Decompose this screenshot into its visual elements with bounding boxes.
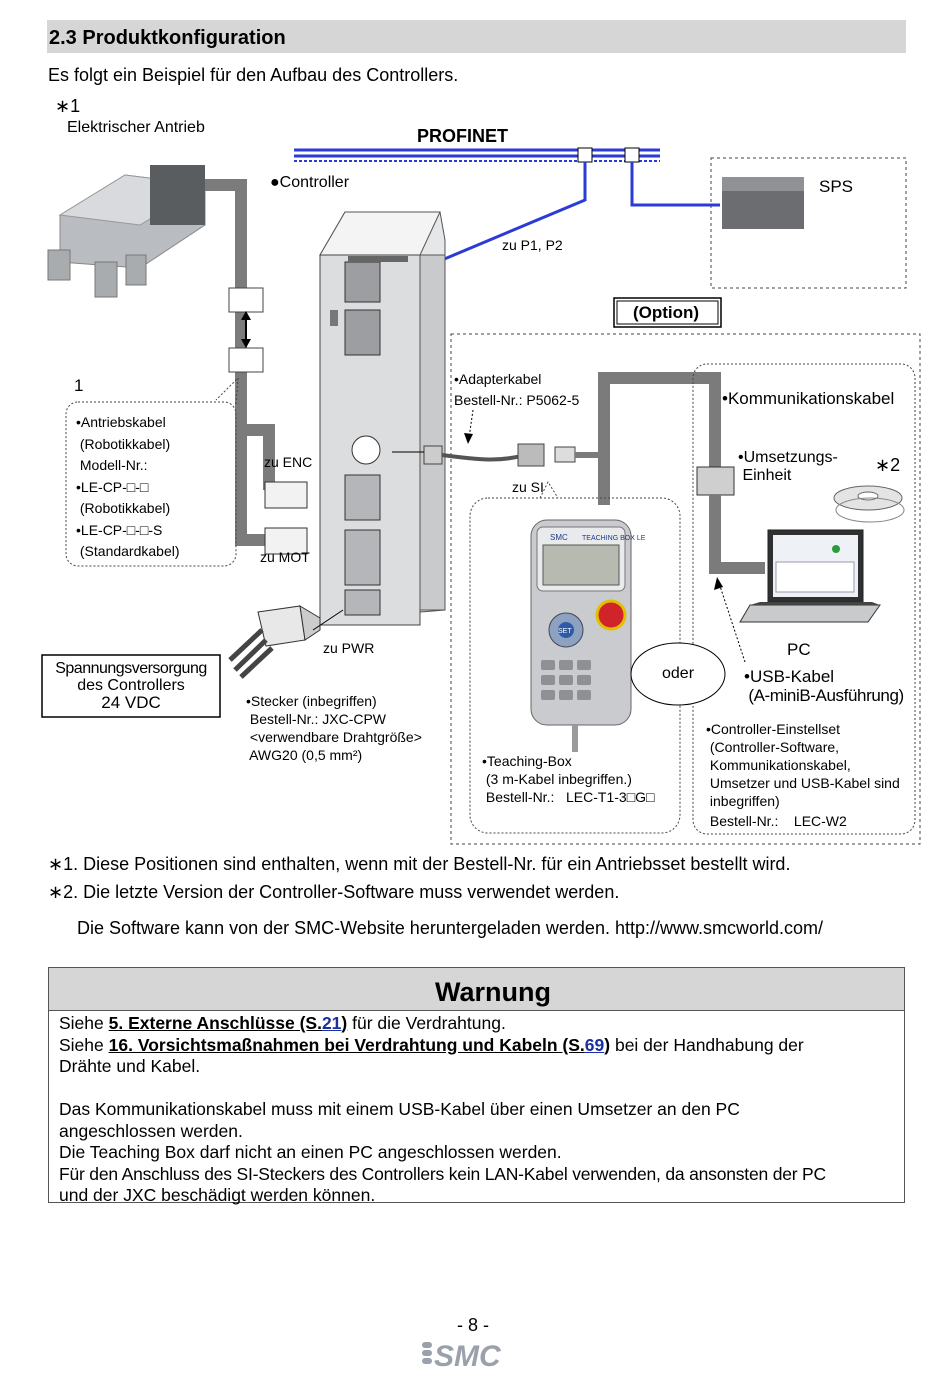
warning-header: Warnung: [49, 968, 904, 1011]
drive-cable-note-box: [65, 401, 237, 567]
mark-two: ∗2: [875, 455, 901, 475]
actuator-mark: ∗1: [55, 96, 81, 116]
power-supply-text: Spannungsversorgung des Controllers 24 V…: [55, 660, 207, 712]
plc-image: [722, 177, 804, 229]
plc-group-box: [710, 157, 907, 289]
link-page-21[interactable]: 21: [321, 1013, 342, 1033]
controller-label: ●Controller: [270, 174, 350, 191]
usb-cable-text: •USB-Kabel (A-miniB-Ausführung): [744, 667, 904, 705]
warning-box: Warnung Siehe 5. Externe Anschlüsse (S.2…: [48, 967, 905, 1205]
teaching-box-title: TEACHING BOX LE: [582, 535, 646, 542]
electric-actuator-image: [47, 165, 207, 298]
option-badge: [613, 297, 722, 328]
cable-connector-top: [228, 287, 264, 313]
intro-text: Es folgt ein Beispiel für den Aufbau des…: [48, 65, 459, 85]
plc-label: SPS: [819, 177, 854, 196]
laptop-image: [739, 529, 881, 623]
teaching-box-set-key: SET: [558, 628, 572, 635]
power-supply-box: [41, 654, 221, 718]
port-p1p2-label: zu P1, P2: [502, 237, 563, 253]
footnote-2: ∗2. Die letzte Version der Controller-So…: [48, 882, 620, 902]
footnote-2-download: Die Software kann von der SMC-Website he…: [77, 918, 823, 938]
or-ellipse: [630, 642, 726, 706]
usb-cable-line: [709, 495, 765, 574]
converter-label: •Umsetzungs- Einheit: [738, 449, 838, 484]
option-label: (Option): [633, 303, 700, 322]
plug-text: •Stecker (inbegriffen) Bestell-Nr.: JXC-…: [246, 693, 422, 763]
adapter-cable-image: [423, 443, 576, 467]
teaching-box-text: •Teaching-Box (3 m-Kabel inbegriffen.) B…: [482, 753, 655, 805]
warning-title: Warnung: [435, 977, 551, 1007]
teaching-box-brand: SMC: [550, 533, 568, 542]
port-mot-label: zu MOT: [260, 549, 310, 565]
enc-plug: [264, 481, 308, 509]
communication-cable-label: •Kommunikationskabel: [722, 389, 895, 408]
or-label: oder: [662, 665, 695, 682]
port-enc-label: zu ENC: [264, 454, 313, 470]
link-page-69[interactable]: 69: [584, 1034, 605, 1055]
adapter-cable-text: •Adapterkabel Bestell-Nr.: P5062-5: [454, 371, 580, 408]
pc-label: PC: [787, 640, 811, 659]
link-external-connections[interactable]: 5. Externe Anschlüsse (S.: [108, 1013, 322, 1033]
port-si-label: zu SI: [512, 479, 544, 495]
teaching-box-note-box: [469, 497, 681, 834]
mot-plug: [264, 527, 308, 555]
controller-image: [319, 211, 446, 626]
link-wiring-precautions[interactable]: 16. Vorsichtsmaßnahmen bei Verdrahtung u…: [108, 1034, 585, 1055]
section-heading: 2.3 Produktkonfiguration: [47, 20, 906, 53]
profinet-label: PROFINET: [417, 126, 509, 146]
smc-logo-icon: SMC: [422, 1340, 502, 1373]
profinet-bus: [294, 147, 720, 292]
communication-cable-line: [598, 372, 721, 505]
port-pwr-label: zu PWR: [323, 640, 375, 656]
cable-connector-bottom: [228, 347, 264, 373]
power-plug-image: [228, 605, 321, 679]
software-cd-image: [833, 485, 905, 523]
actuator-label: Elektrischer Antrieb: [67, 119, 205, 136]
option-group-box: [450, 333, 921, 845]
warning-body: Siehe 5. Externe Anschlüsse (S.21) für d…: [59, 1013, 826, 1205]
teaching-box-image: [530, 519, 632, 752]
footer-brand: SMC: [434, 1340, 502, 1373]
footnote-1: ∗1. Diese Positionen sind enthalten, wen…: [48, 854, 791, 874]
setup-kit-box: [692, 363, 916, 835]
drive-cable-line: [205, 179, 269, 546]
converter-unit: [696, 466, 735, 496]
page-number: - 8 -: [457, 1315, 490, 1335]
drive-cable-text: •Antriebskabel (Robotikkabel) Modell-Nr.…: [76, 414, 180, 559]
note-one-label: 1: [74, 376, 84, 395]
setup-kit-text: •Controller-Einstellset (Controller-Soft…: [706, 721, 900, 829]
